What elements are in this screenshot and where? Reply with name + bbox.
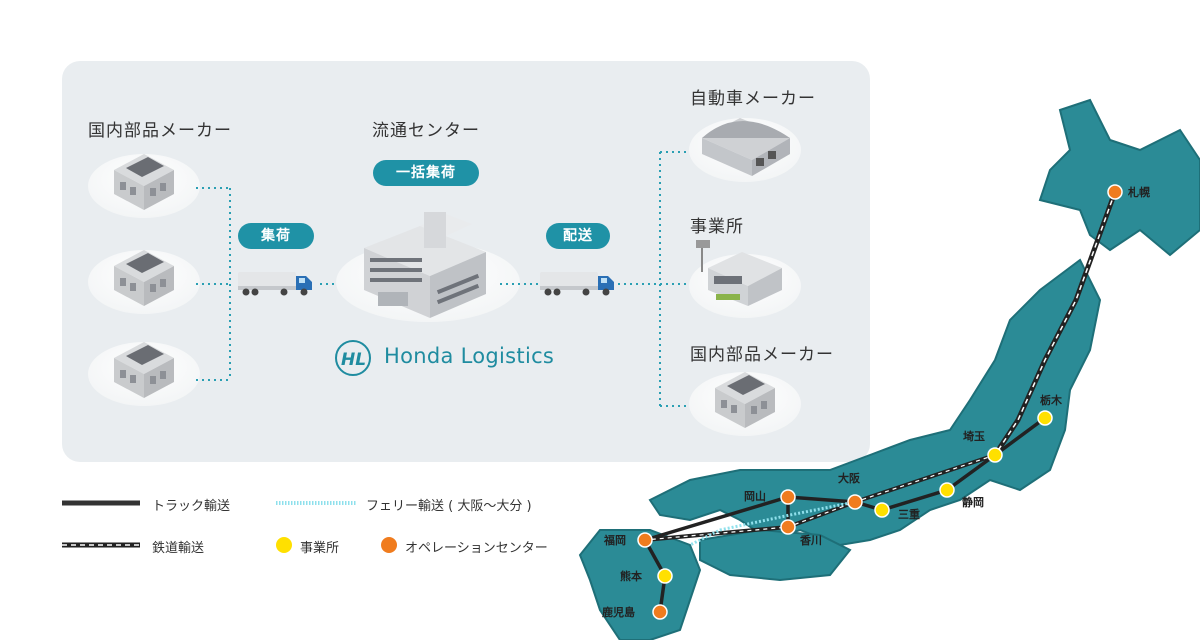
distribution-center-building [336, 212, 520, 322]
automaker-building [689, 118, 801, 182]
city-label-sapporo: 札幌 [1128, 186, 1150, 199]
ferry-route [689, 500, 856, 547]
city-label-kagoshima: 鹿児島 [602, 606, 635, 619]
automaker-label: 自動車メーカー [690, 89, 816, 109]
brand-name: Honda Logistics [384, 344, 555, 368]
pickup-pill: 集荷 [238, 223, 314, 249]
city-label-shizuoka: 静岡 [962, 496, 984, 509]
marker-kumamoto [657, 568, 673, 584]
marker-mie [874, 502, 890, 518]
legend-ferry-label: フェリー輸送 ( 大阪〜大分 ) [366, 499, 532, 514]
marker-fukuoka [637, 532, 653, 548]
center-label: 流通センター [372, 121, 480, 141]
office-label: 事業所 [690, 217, 744, 237]
supplier-label-right: 国内部品メーカー [690, 345, 834, 365]
svg-text:HL: HL [341, 350, 366, 370]
delivery-truck [540, 272, 614, 296]
legend-rail-label: 鉄道輸送 [152, 541, 205, 556]
japan-map [578, 98, 1200, 640]
city-label-mie: 三重 [898, 508, 920, 521]
supplier-building-1 [88, 154, 200, 218]
office-building [689, 240, 801, 318]
city-markers [637, 184, 1123, 620]
marker-sapporo [1107, 184, 1123, 200]
supplier-building-2 [88, 250, 200, 314]
supplier-building-right [689, 372, 801, 436]
rail-route [992, 191, 1118, 457]
city-label-okayama: 岡山 [744, 490, 766, 503]
legend-operation-label: オペレーションセンター [405, 541, 548, 556]
supplier-label-left: 国内部品メーカー [88, 121, 232, 141]
city-label-tochigi: 栃木 [1040, 394, 1062, 407]
legend-truck-label: トラック輸送 [152, 499, 231, 514]
rail-route-2 [644, 453, 996, 542]
consolidate-pill: 一括集荷 [373, 160, 479, 186]
marker-tochigi [1037, 410, 1053, 426]
marker-kagoshima [652, 604, 668, 620]
city-label-osaka: 大阪 [838, 472, 860, 485]
legend-office-label: 事業所 [300, 541, 340, 556]
city-label-fukuoka: 福岡 [604, 534, 626, 547]
marker-okayama [780, 489, 796, 505]
marker-saitama [987, 447, 1003, 463]
city-label-saitama: 埼玉 [963, 430, 985, 443]
city-label-kumamoto: 熊本 [620, 570, 642, 583]
delivery-pill: 配送 [546, 223, 610, 249]
marker-shizuoka [939, 482, 955, 498]
city-label-kagawa: 香川 [800, 534, 822, 547]
marker-osaka [847, 494, 863, 510]
supplier-building-3 [88, 342, 200, 406]
pickup-truck [238, 272, 312, 296]
marker-kagawa [780, 519, 796, 535]
legend-graphics [62, 500, 397, 553]
honda-logistics-logo-icon: HL [335, 340, 371, 376]
